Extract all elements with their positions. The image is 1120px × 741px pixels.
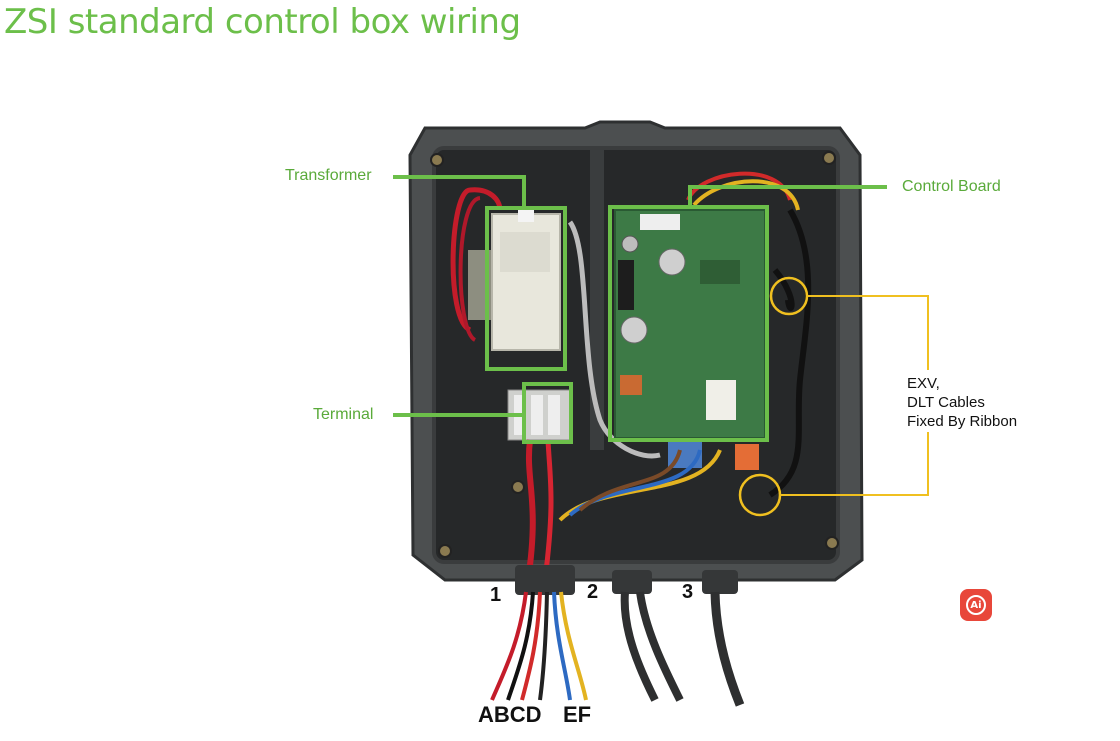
transformer-leader (393, 175, 526, 208)
grey-cable (567, 220, 661, 459)
ai-assistant-button[interactable]: Ai (960, 589, 992, 621)
wire-brown-bottom (578, 449, 682, 512)
board-chip (700, 260, 740, 284)
ribbon-note-line-1: EXV, (907, 375, 940, 392)
board-module (706, 380, 736, 420)
ribbon-note: EXV, DLT Cables Fixed By Ribbon (907, 374, 1017, 431)
ribbon-note-line-2: DLT Cables (907, 394, 985, 411)
ext-wire-f (559, 591, 588, 701)
port-number-3: 3 (682, 581, 694, 603)
board-capacitor-3 (621, 235, 639, 253)
terminal-slot-3 (548, 395, 560, 435)
transformer-tab (518, 208, 534, 222)
wire-labels-abcd: ABCD (478, 702, 542, 727)
red-wire-down (525, 439, 536, 581)
ai-icon: Ai (966, 595, 986, 615)
control-board-label-text: Control Board (902, 178, 1001, 195)
ext-wire-a (490, 591, 528, 701)
screw-mid (511, 480, 525, 494)
red-wire-loop (450, 187, 503, 333)
black-cable-right (768, 208, 812, 498)
ext-wire-c (520, 591, 542, 701)
board-orange-connector (735, 444, 759, 470)
screw-bottom-right (825, 536, 839, 550)
wire-labels-ef: EF (563, 702, 592, 727)
gland-2 (612, 570, 652, 594)
page-title: ZSI standard control box wiring (4, 2, 521, 42)
ext-wire-b (506, 591, 535, 701)
ribbon-leader-bottom (780, 432, 929, 496)
board-heatsink (618, 260, 634, 310)
port-number-2: 2 (587, 581, 599, 603)
control-board-leader (688, 185, 887, 207)
red-wire-loop-2 (458, 196, 481, 342)
screw-bottom-left (438, 544, 452, 558)
terminal-slot-2 (531, 395, 543, 435)
ext-cable-3 (710, 591, 745, 707)
ext-cable-2b (636, 591, 684, 702)
port-number-1: 1 (490, 584, 502, 606)
ext-wire-e (552, 591, 572, 701)
ribbon-note-line-3: Fixed By Ribbon (907, 413, 1018, 430)
screw-top-right (822, 151, 836, 165)
red-wire-down-2 (542, 439, 554, 581)
board-capacitor-1 (658, 248, 686, 276)
gland-1 (515, 565, 575, 595)
box-divider (590, 150, 604, 450)
ext-cable-2a (620, 591, 659, 702)
board-relay (620, 375, 642, 395)
transformer-label-text: Transformer (285, 167, 372, 184)
wire-yellow-top (692, 179, 800, 211)
board-capacitor-2 (620, 316, 648, 344)
terminal-label-text: Terminal (313, 406, 374, 423)
board-connector-top (640, 214, 680, 230)
transformer-core (468, 250, 494, 320)
screw-top-left (430, 153, 444, 167)
gland-3 (702, 570, 738, 594)
ext-wire-d (538, 591, 549, 701)
transformer-label (500, 232, 550, 272)
ribbon-leader-top (807, 295, 929, 370)
